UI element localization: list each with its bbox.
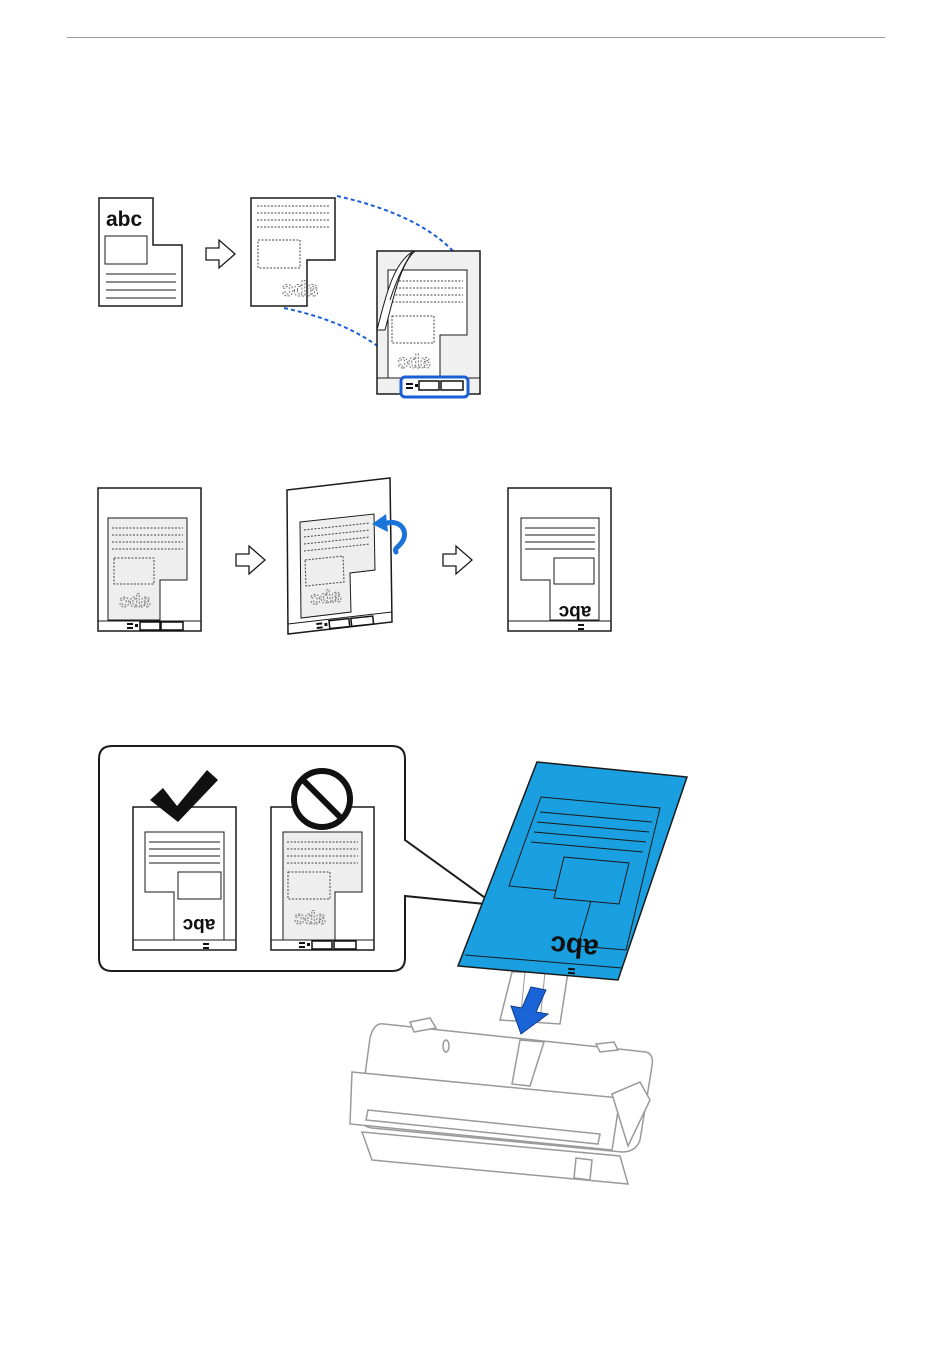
carrier-back-label: abc [558, 601, 591, 622]
figure-load-scanner-svg: abc abc abc [0, 740, 950, 1200]
right-arrow-icon [443, 546, 472, 574]
document-label: abc [106, 208, 143, 231]
blue-carrier-photo [554, 857, 629, 904]
scanner-tray-stopper [574, 1158, 592, 1180]
scanner-power-button [443, 1040, 449, 1052]
figure-load-scanner: abc abc abc [0, 740, 950, 1200]
figure-flip-carrier: abc abc abc [0, 470, 950, 645]
figure-cut-document-svg: abc abc abc [0, 180, 950, 410]
scanner-guide-right [596, 1042, 618, 1052]
right-arrow-icon [206, 240, 235, 268]
carrier-front-label: abc [119, 591, 150, 611]
scanner [350, 1018, 652, 1184]
correct-example-label: abc [182, 914, 215, 935]
incorrect-example-label: abc [294, 908, 325, 928]
figure-flip-carrier-svg: abc abc abc [0, 470, 950, 645]
carrier-back-photo [554, 558, 594, 584]
inserted-document-label: abc [397, 352, 430, 373]
right-arrow-icon [236, 546, 265, 574]
correct-example-photo [178, 872, 221, 899]
blue-carrier-label: abc [549, 930, 600, 965]
header-rule [67, 37, 885, 38]
document-photo-box [105, 236, 147, 264]
carrier-flipping-label: abc [309, 585, 342, 608]
figure-cut-document: abc abc abc [0, 180, 950, 410]
flipped-document-label: abc [282, 278, 319, 301]
